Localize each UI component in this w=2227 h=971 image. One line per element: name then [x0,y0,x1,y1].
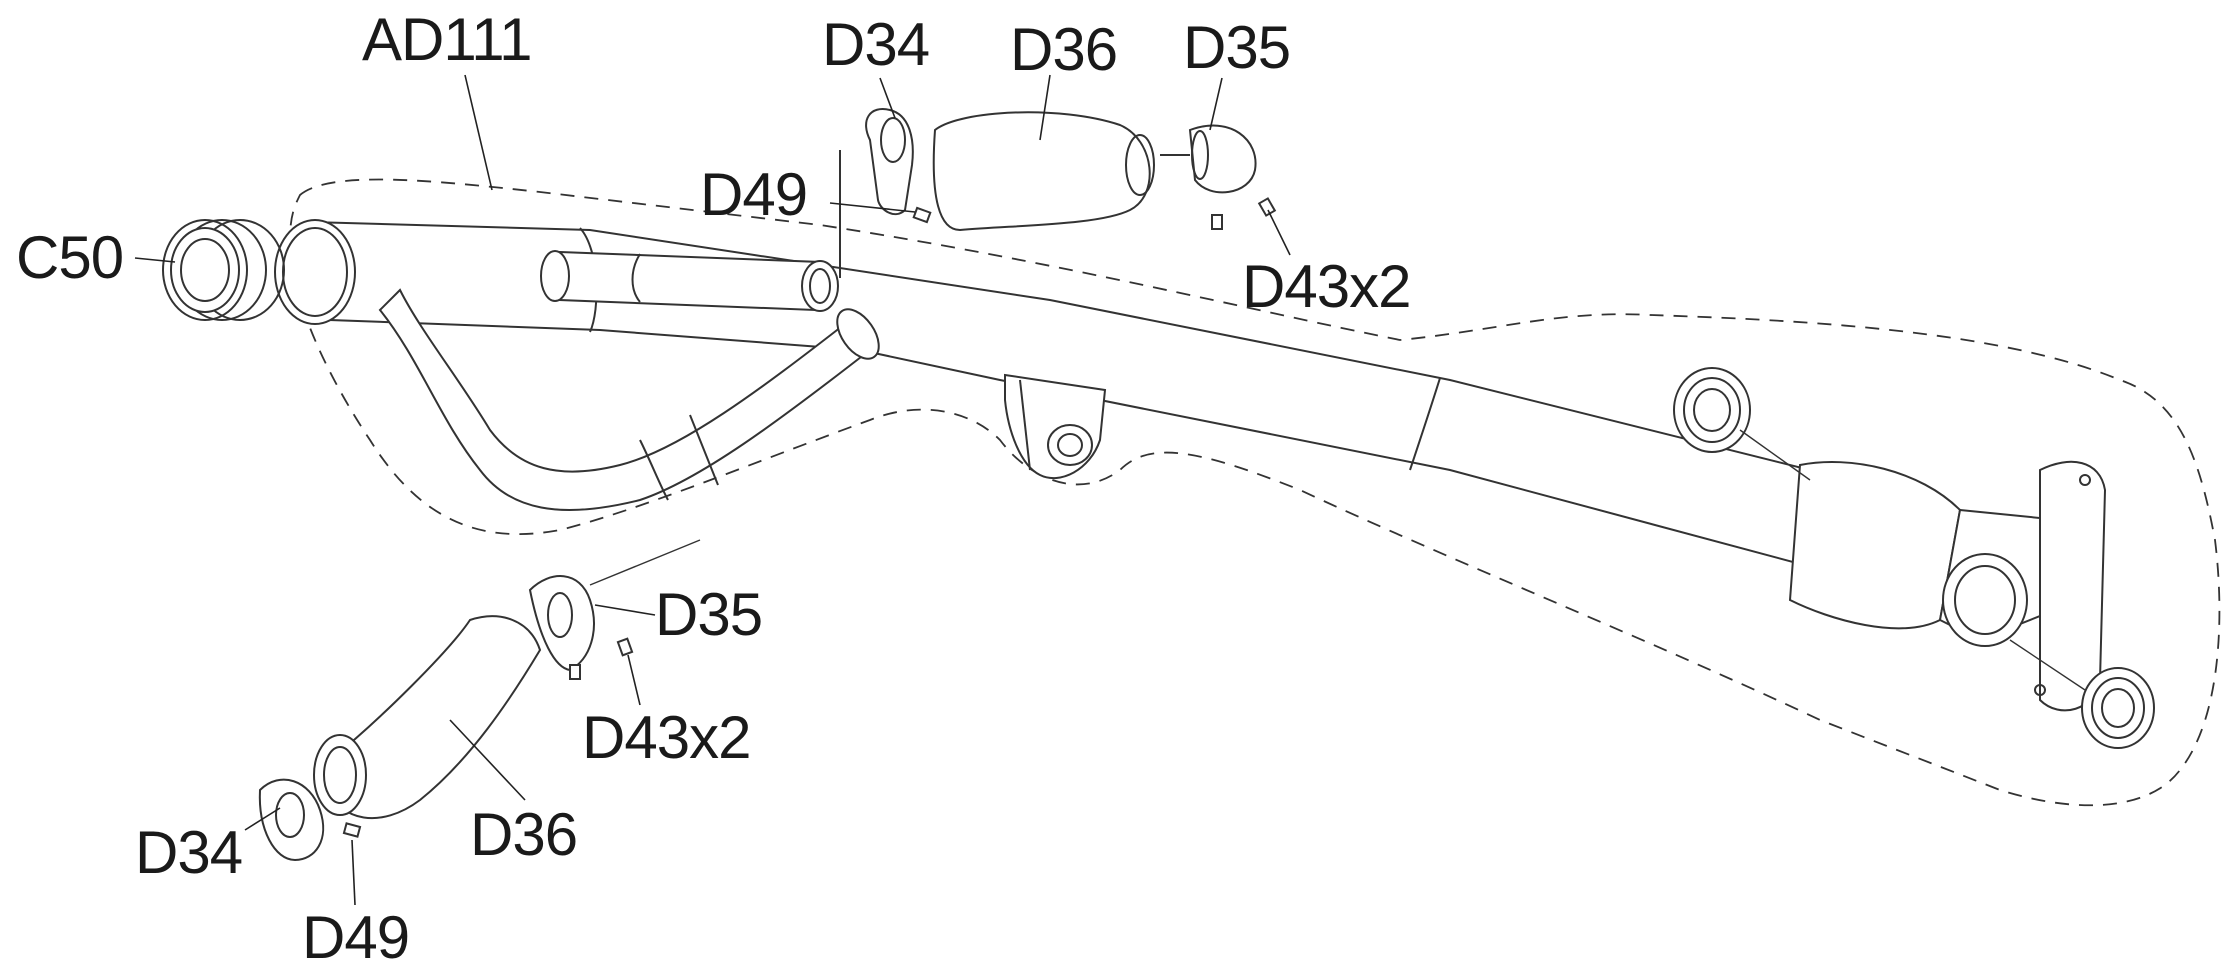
label-d36-top: D36 [1010,16,1118,83]
upper-cross-tube [540,150,841,312]
leader-d35-top [1209,77,1223,131]
leader-d49-bottom [351,839,356,906]
rear-housing [1788,460,2107,712]
label-d34-bottom: D34 [135,819,243,886]
leader-d49-top [829,202,916,213]
label-d43-top: D43x2 [1242,253,1411,320]
leader-d43-bottom [627,654,641,706]
label-d35-top: D35 [1183,14,1291,81]
end-cap-c50 [162,219,285,321]
leader-lines [134,74,1291,906]
main-tube-left-ring [274,219,356,325]
leader-d36-top [1039,74,1051,141]
leader-d43-top [1267,209,1291,256]
label-ad111: AD111 [362,6,533,73]
bearing-upper [1673,367,1811,481]
label-d34-top: D34 [822,11,930,78]
assembly-outline-dashed [289,178,2221,807]
label-d43-bottom: D43x2 [582,704,751,771]
leader-d34-bottom [244,807,281,831]
curved-tube [378,288,880,511]
mounting-bracket [1004,373,1107,480]
label-d49-bottom: D49 [302,904,410,971]
leader-d34-top [879,77,896,119]
label-d36-bottom: D36 [470,801,578,868]
leader-c50 [134,257,176,263]
bearing-lower [2009,639,2155,749]
bottom-grip-assembly [258,539,701,862]
leader-d35-bottom [594,604,656,616]
top-grip-assembly [865,108,1277,232]
label-d35-bottom: D35 [655,581,763,648]
leader-d36-bottom [449,719,526,801]
label-c50: C50 [16,224,124,291]
label-d49-top: D49 [700,161,808,228]
leader-ad111 [464,74,493,191]
